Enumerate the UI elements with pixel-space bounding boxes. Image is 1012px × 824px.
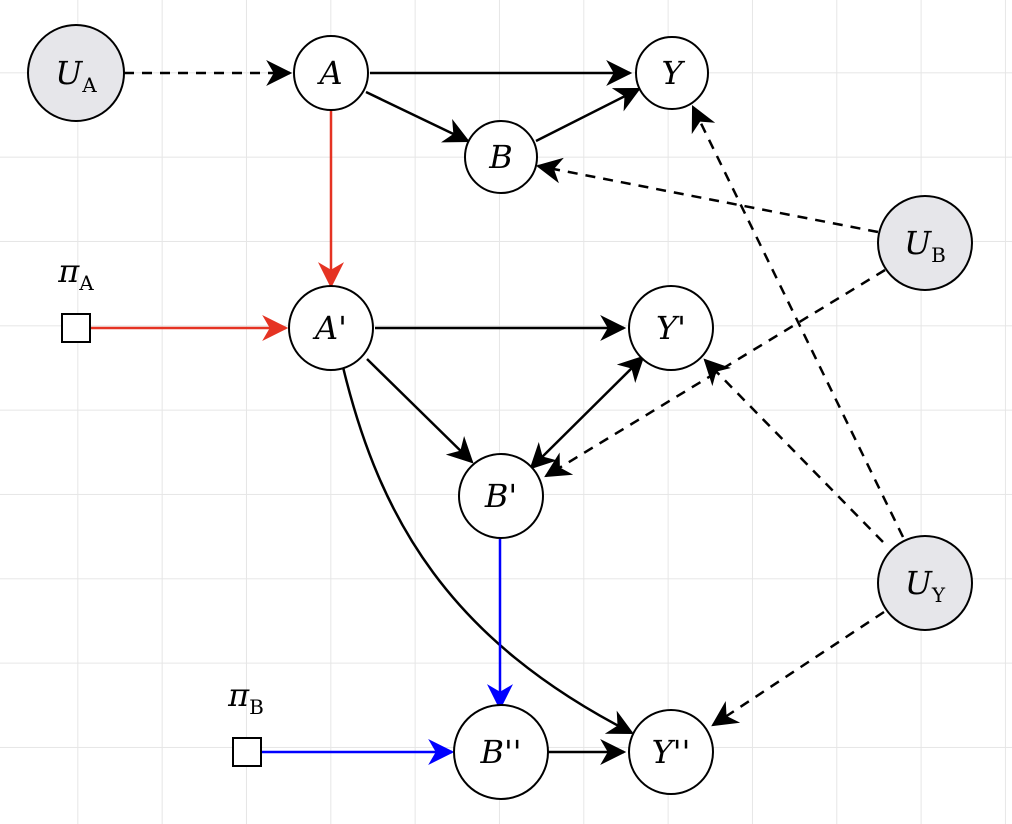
label-b: B bbox=[488, 138, 513, 176]
label-uy-main: U bbox=[905, 564, 933, 602]
label-b1: B' bbox=[484, 477, 517, 515]
edges bbox=[91, 60, 905, 765]
label-y: Y bbox=[661, 54, 685, 92]
label-uy-sub: Y bbox=[931, 583, 946, 607]
label-pia: πA bbox=[57, 252, 94, 295]
edge-a-b bbox=[365, 90, 470, 143]
node-ub bbox=[877, 195, 973, 291]
label-a: A bbox=[316, 54, 342, 92]
edge-a1-b1 bbox=[366, 358, 474, 464]
label-ua: UA bbox=[55, 54, 97, 97]
node-b1 bbox=[458, 453, 544, 539]
label-pib-main: π bbox=[227, 676, 250, 714]
node-a1 bbox=[288, 285, 374, 371]
node-uy bbox=[877, 535, 973, 631]
node-ua bbox=[27, 24, 125, 122]
node-b bbox=[464, 120, 538, 194]
label-ub-main: U bbox=[904, 224, 932, 262]
nodes bbox=[27, 24, 973, 800]
label-ub-sub: B bbox=[931, 243, 946, 267]
label-b2: B'' bbox=[479, 733, 521, 771]
edge-uy-y bbox=[691, 105, 905, 538]
label-uy: UY bbox=[905, 564, 946, 607]
label-pib-sub: B bbox=[249, 695, 264, 719]
node-pia-square bbox=[61, 313, 91, 343]
edge-a1-y2 bbox=[341, 366, 634, 735]
node-y2 bbox=[628, 709, 714, 795]
edge-uy-y2 bbox=[711, 610, 885, 727]
label-y2: Y'' bbox=[652, 733, 691, 771]
edge-ub-b bbox=[535, 157, 879, 234]
label-pia-sub: A bbox=[78, 271, 94, 295]
edge-b-y bbox=[535, 87, 641, 143]
label-ua-sub: A bbox=[81, 73, 97, 97]
node-pib-square bbox=[232, 737, 262, 767]
node-b2 bbox=[453, 704, 549, 800]
label-ub: UB bbox=[904, 224, 946, 267]
edge-b1-y1-bidirected bbox=[529, 355, 645, 470]
node-y1 bbox=[628, 285, 714, 371]
labels: UA A Y B UB πA A' Y' B' UY πB B'' Y'' bbox=[55, 54, 946, 771]
label-pia-main: π bbox=[57, 252, 80, 290]
node-a bbox=[293, 35, 369, 111]
node-y bbox=[635, 36, 709, 110]
label-a1: A' bbox=[312, 309, 347, 347]
label-ua-main: U bbox=[55, 54, 83, 92]
label-pib: πB bbox=[227, 676, 264, 719]
edge-uy-y1 bbox=[703, 358, 884, 543]
edge-ub-b1 bbox=[544, 268, 886, 478]
label-y1: Y' bbox=[656, 309, 686, 347]
